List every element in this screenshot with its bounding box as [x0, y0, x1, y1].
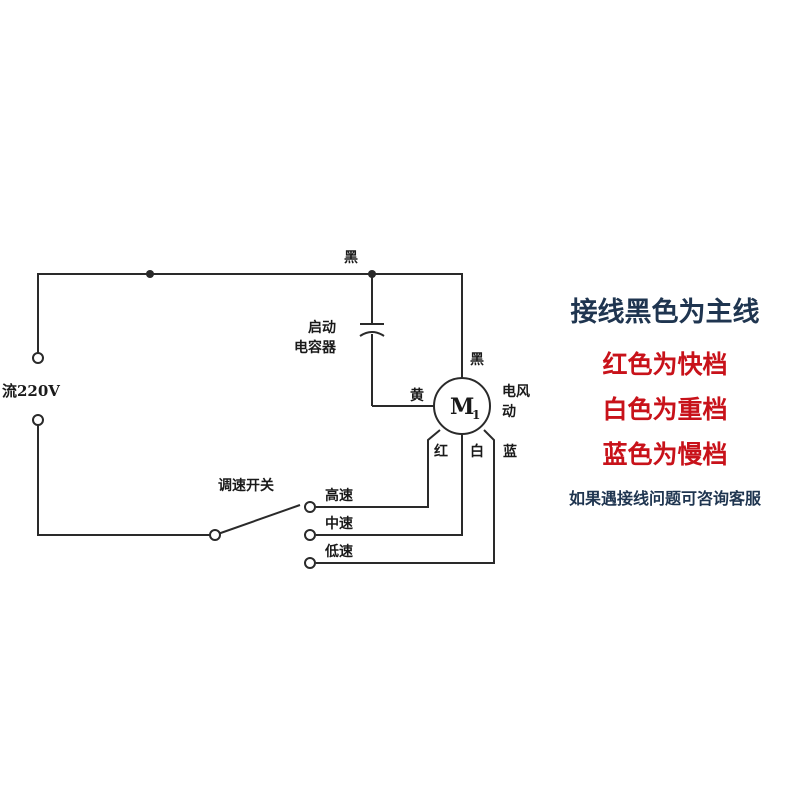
wires [37, 273, 495, 564]
wire-label-black-top: 黑 [344, 250, 358, 266]
motor-label-subscript: 1 [472, 408, 480, 422]
note-white-medium: 白色为重档 [602, 395, 728, 424]
supply-label: 流220V [2, 382, 60, 400]
motor-symbol: M 1 [433, 377, 491, 435]
speed-terminal-low [304, 557, 316, 569]
speed-terminal-mid [304, 529, 316, 541]
note-main-wire: 接线黑色为主线 [570, 297, 760, 328]
wire-label-black-motor: 黑 [470, 352, 484, 368]
blue-wire [316, 429, 495, 564]
wire-label-red: 红 [434, 443, 448, 460]
wire-label-yellow: 黄 [410, 387, 424, 404]
white-wire [316, 434, 463, 536]
switch-pivot-terminal [209, 529, 221, 541]
capacitor-symbol [359, 323, 385, 337]
motor-label: M [450, 394, 474, 420]
capacitor-label-line2: 电容器 [294, 339, 337, 356]
motor-desc-line2: 动 [502, 403, 516, 420]
switch-arm [214, 504, 301, 536]
wire-label-blue: 蓝 [503, 443, 517, 460]
junction-dot-left [146, 270, 154, 278]
speed-terminal-high [304, 501, 316, 513]
red-wire [316, 429, 441, 508]
speed-label-high: 高速 [325, 487, 353, 504]
note-help-contact: 如果遇接线问题可咨询客服 [568, 489, 761, 508]
wire-label-white: 白 [470, 443, 484, 460]
note-blue-slow: 蓝色为慢档 [602, 440, 728, 469]
junction-dot-capacitor [368, 270, 376, 278]
supply-terminal-top [32, 352, 44, 364]
supply-terminal-bottom [32, 414, 44, 426]
bottom-supply-wire [37, 420, 215, 536]
speed-label-low: 低速 [324, 543, 353, 560]
motor-desc-line1: 电风 [502, 383, 530, 400]
speed-label-mid: 中速 [325, 515, 353, 532]
top-supply-wire [37, 273, 463, 380]
capacitor-label-line1: 启动 [308, 319, 336, 336]
note-red-fast: 红色为快档 [602, 350, 728, 379]
switch-label: 调速开关 [218, 477, 274, 494]
